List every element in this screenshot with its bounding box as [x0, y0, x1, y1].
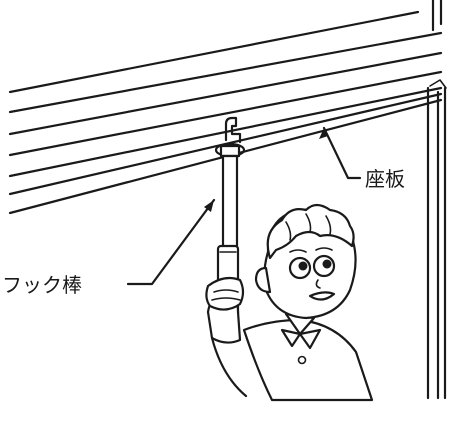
window-frame [426, 0, 447, 400]
base-board-label: 座板 [365, 167, 405, 191]
child-figure [205, 203, 374, 402]
hook-rod-label: フック棒 [2, 273, 82, 297]
hook-rod-callout: フック棒 [2, 198, 216, 297]
base-board-callout: 座板 [319, 126, 405, 191]
